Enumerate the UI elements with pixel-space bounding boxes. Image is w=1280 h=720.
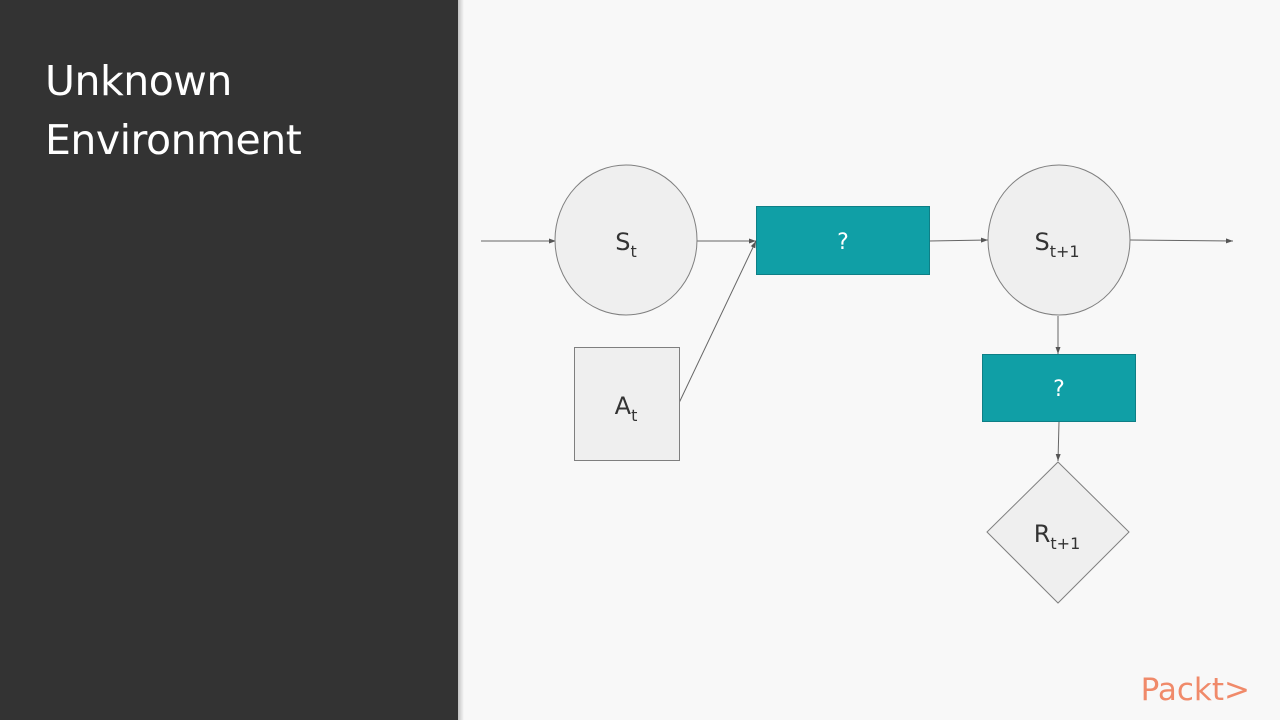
state-t-base: S [615,228,630,256]
state-t1-base: S [1034,228,1049,256]
title-line-2: Environment [45,116,302,164]
title-line-1: Unknown [45,57,232,105]
state-t-sub: t [630,242,636,261]
title-panel: Unknown Environment [0,0,458,720]
action-t-base: A [615,392,632,420]
reward-t1-base: R [1034,520,1051,548]
svg-text:St+1: St+1 [1034,228,1079,261]
reward-t1-node: Rt+1 [986,461,1130,604]
reward-box-to-reward-arrow [1055,421,1061,462]
transition-box: ? [756,206,930,275]
output-arrow [1129,238,1234,244]
packt-logo: Packt> [1140,672,1250,708]
transition-box-label: ? [837,230,849,255]
reward-t1-sub: t+1 [1050,534,1080,553]
action-t-node: At [574,347,680,461]
reward-box-label: ? [1053,377,1065,402]
state-t1-node: St+1 [987,164,1131,316]
slide-title: Unknown Environment [45,52,445,170]
panel-shadow [458,0,464,720]
state-t-node: St [554,164,698,316]
svg-text:At: At [615,392,638,425]
state-t1-sub: t+1 [1050,242,1080,261]
svg-text:St: St [615,228,637,261]
svg-text:Rt+1: Rt+1 [1034,520,1081,553]
action-t-sub: t [631,406,637,425]
reward-box: ? [982,354,1136,422]
transition-to-next-state-arrow [928,237,989,243]
action-to-transition-arrow [678,240,757,404]
